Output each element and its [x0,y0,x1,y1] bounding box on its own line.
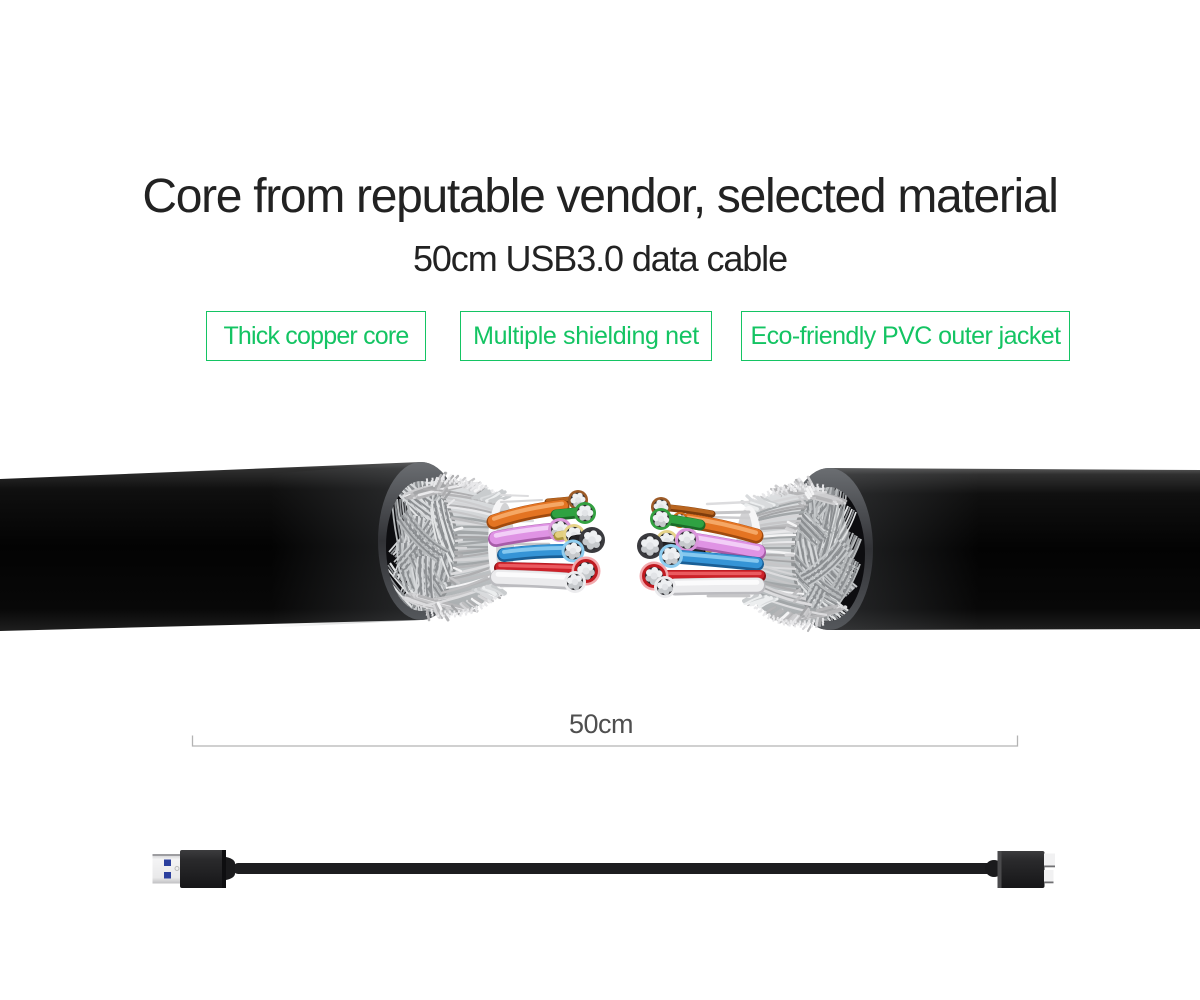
svg-text:50cm: 50cm [569,709,633,739]
